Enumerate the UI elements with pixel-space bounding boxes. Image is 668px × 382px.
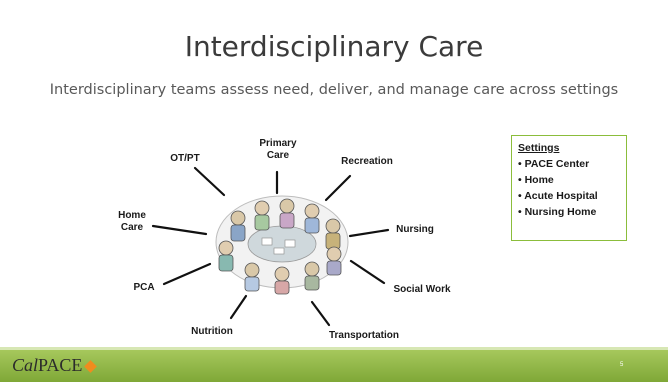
page-number: 5 xyxy=(620,362,624,368)
spoke-home-care xyxy=(151,224,208,236)
spoke-nursing xyxy=(348,228,390,238)
label-ot-pt: OT/PT xyxy=(170,153,200,164)
spoke-recreation xyxy=(324,174,352,202)
settings-item: • PACE Center xyxy=(518,158,590,170)
label-nutrition: Nutrition xyxy=(191,326,233,337)
label-social-work: Social Work xyxy=(393,284,451,295)
spoke-pca xyxy=(162,262,212,286)
spoke-social-work xyxy=(349,259,386,285)
logo-mark-icon xyxy=(84,360,98,374)
label-home-care: Home Care xyxy=(118,210,146,233)
calpace-logo: CalPACE xyxy=(12,355,98,376)
spoke-nutrition xyxy=(229,294,248,320)
footer-divider xyxy=(0,347,668,350)
settings-item: • Home xyxy=(518,174,554,186)
label-pca: PCA xyxy=(133,282,155,293)
label-transportation: Transportation xyxy=(328,330,399,341)
label-primary-care: Primary Care xyxy=(259,138,297,161)
logo-cal: Cal xyxy=(12,355,39,375)
settings-item: • Acute Hospital xyxy=(518,190,598,202)
label-recreation: Recreation xyxy=(341,156,393,167)
footer-bar xyxy=(0,350,668,382)
spoke-transportation xyxy=(310,300,331,327)
spoke-lines xyxy=(151,166,390,327)
team-illustration xyxy=(215,195,349,295)
settings-item: • Nursing Home xyxy=(518,206,597,218)
settings-box: Settings • PACE Center • Home • Acute Ho… xyxy=(511,135,627,241)
settings-heading: Settings xyxy=(518,142,560,154)
label-nursing: Nursing xyxy=(396,224,434,235)
logo-pace: PACE xyxy=(38,355,83,375)
spoke-ot-pt xyxy=(193,166,226,197)
slide-title: Interdisciplinary Care xyxy=(184,30,484,63)
slide-subtitle: Interdisciplinary teams assess need, del… xyxy=(49,82,619,98)
